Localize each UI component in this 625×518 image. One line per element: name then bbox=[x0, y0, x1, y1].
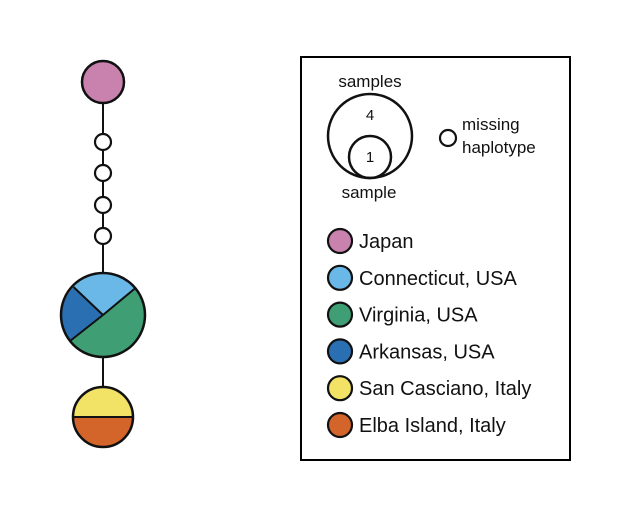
pie-slice-virginia bbox=[70, 288, 145, 357]
missing-label-line2: haplotype bbox=[462, 138, 536, 157]
legend-swatch bbox=[326, 227, 354, 255]
legend-swatch bbox=[326, 411, 354, 439]
pie-slice-san-casciano bbox=[73, 387, 133, 417]
missing-haplotype-node bbox=[93, 226, 113, 246]
missing-label-line1: missing bbox=[462, 115, 520, 134]
pie-slice-arkansas bbox=[61, 287, 103, 341]
legend-item-label: Arkansas, USA bbox=[359, 341, 495, 363]
haplotype-italy bbox=[71, 385, 135, 449]
haplotype-japan bbox=[80, 59, 126, 105]
pie-slice-elba bbox=[73, 417, 133, 447]
small-circle-count: 1 bbox=[366, 149, 374, 166]
legend-item-label: Connecticut, USA bbox=[359, 268, 518, 290]
missing-haplotype-node bbox=[93, 163, 113, 183]
legend-item: Elba Island, Italy bbox=[326, 411, 506, 439]
legend-item: Arkansas, USA bbox=[326, 338, 495, 365]
legend-item: San Casciano, Italy bbox=[326, 375, 531, 402]
legend-item-label: Elba Island, Italy bbox=[359, 415, 506, 437]
legend-swatch bbox=[326, 375, 354, 402]
sample-label: sample bbox=[342, 183, 397, 202]
legend-swatch bbox=[326, 301, 354, 328]
legend bbox=[300, 56, 571, 461]
legend-item: Virginia, USA bbox=[326, 301, 478, 328]
missing-haplotype-icon bbox=[438, 128, 458, 148]
legend-swatch bbox=[326, 264, 354, 291]
large-circle-count: 4 bbox=[366, 107, 374, 124]
missing-haplotype-node bbox=[93, 195, 113, 215]
size-legend-small-circle bbox=[347, 134, 393, 180]
samples-label: samples bbox=[338, 72, 401, 91]
legend-item-label: San Casciano, Italy bbox=[359, 378, 531, 400]
legend-swatch bbox=[326, 338, 354, 365]
legend-item: Japan bbox=[326, 227, 414, 255]
haplotype-usa bbox=[59, 271, 147, 359]
pie-slice-connecticut bbox=[73, 273, 136, 315]
missing-haplotype-node bbox=[93, 132, 113, 152]
legend-item-label: Japan bbox=[359, 231, 414, 253]
legend-item: Connecticut, USA bbox=[326, 264, 518, 291]
legend-item-label: Virginia, USA bbox=[359, 305, 478, 327]
